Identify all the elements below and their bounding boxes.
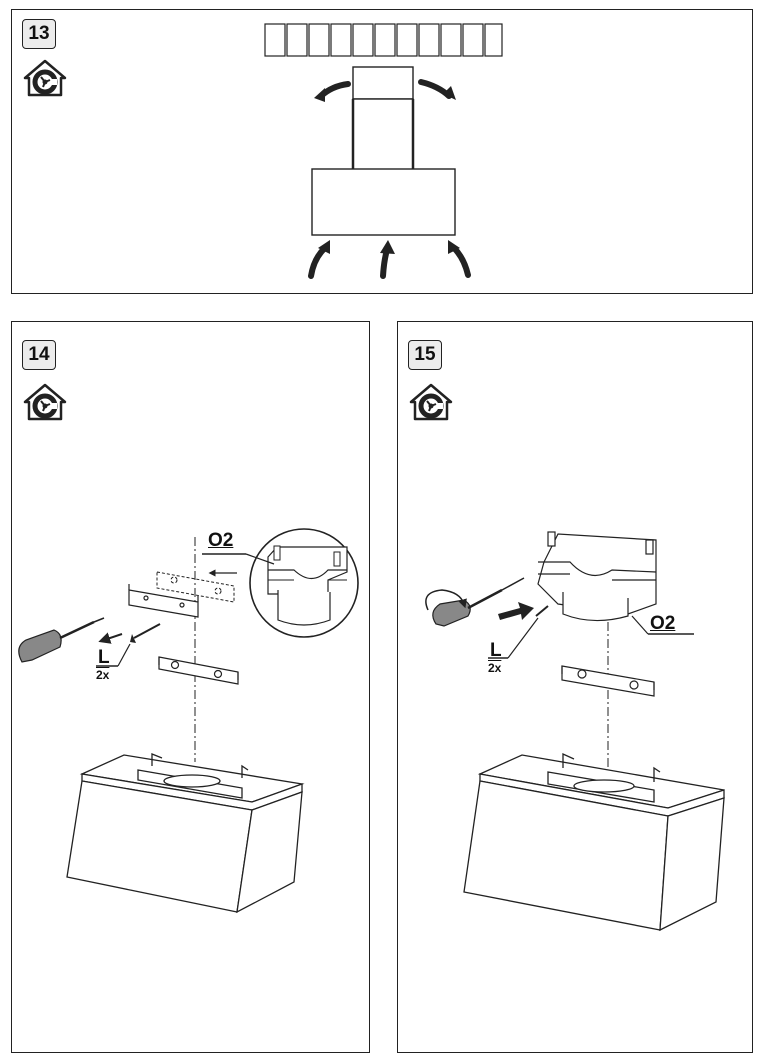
- filter-grid: [264, 23, 503, 57]
- screwdriver: [18, 617, 105, 663]
- step-15-panel: 15: [397, 321, 753, 1053]
- step-15-illustration: [425, 531, 725, 932]
- screw-quantity: 2x: [96, 668, 110, 682]
- airflow-arrow: [451, 245, 471, 278]
- screw-label-l: L: [490, 640, 502, 661]
- step-number-badge: 15: [408, 340, 442, 370]
- step-14-panel: 14: [11, 321, 370, 1053]
- hood: [66, 753, 305, 914]
- step-number-badge: 13: [22, 19, 56, 49]
- step-14-illustration: [18, 528, 359, 914]
- airflow-arrow: [318, 81, 351, 99]
- screw-label-l: L: [98, 647, 110, 668]
- step-13-panel: 13: [11, 9, 753, 294]
- upper-bracket: [128, 584, 199, 618]
- part-label-o2: O2: [208, 530, 234, 551]
- wall-bracket: [561, 665, 655, 697]
- airflow-arrow: [308, 245, 328, 279]
- part-label-o2: O2: [650, 613, 676, 634]
- screw-quantity: 2x: [488, 661, 502, 675]
- hood-body: [311, 168, 456, 236]
- push-arrow: [498, 602, 534, 620]
- hood: [463, 752, 725, 932]
- outlet-assembly: [537, 531, 657, 622]
- chimney: [351, 66, 415, 171]
- airflow-arrow: [380, 247, 390, 279]
- screw: [130, 623, 161, 643]
- step-number-badge: 14: [22, 340, 56, 370]
- upper-bracket-dashed: [156, 571, 235, 603]
- outlet-detail-zoom: [249, 528, 359, 638]
- screwdriver: [425, 577, 525, 627]
- step-13-illustration: [264, 23, 503, 279]
- wall-bracket: [158, 656, 239, 685]
